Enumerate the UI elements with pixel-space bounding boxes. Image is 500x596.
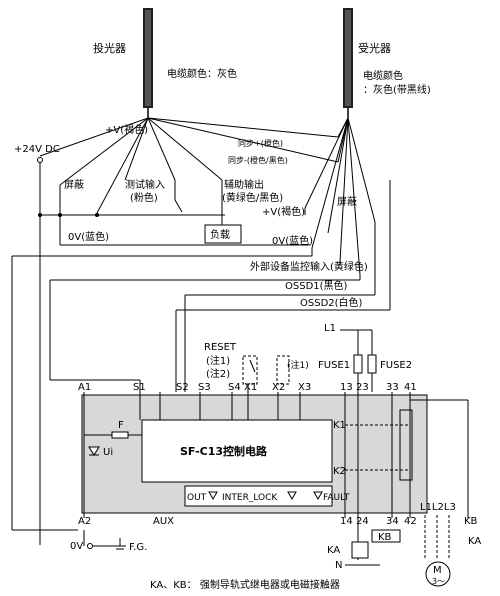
terminal-aux: AUX bbox=[153, 516, 174, 527]
terminal-x1: X1 bbox=[244, 382, 257, 393]
terminal-14: 14 bbox=[340, 516, 353, 527]
kb-coil bbox=[371, 529, 401, 543]
fuse1-label: FUSE1 bbox=[318, 360, 350, 371]
plus24v-terminal bbox=[37, 157, 43, 163]
receiver-cable-color-line1: 电缆颜色 bbox=[363, 69, 403, 82]
out-led-icon bbox=[208, 491, 218, 501]
top-terminals: A1 S1 S2 S3 S4 X1 X2 X3 13 23 33 41 bbox=[78, 382, 417, 393]
n-label: N bbox=[335, 560, 342, 571]
fault-led-icon bbox=[313, 491, 323, 501]
sync-minus-label: 同步-(橙色/黑色) bbox=[228, 155, 288, 165]
emitter-fan-wires bbox=[39, 117, 339, 214]
fg-label: F.G. bbox=[129, 542, 147, 553]
reset-note1: (注1) bbox=[206, 354, 230, 367]
signal-wires bbox=[11, 180, 391, 531]
emitter-label: 投光器 bbox=[93, 41, 126, 55]
kb-coil-label: KB bbox=[378, 532, 392, 543]
terminal-24: 24 bbox=[356, 516, 369, 527]
bottom-terminals: A2 AUX 14 24 34 42 bbox=[78, 516, 417, 527]
receiver-label: 受光器 bbox=[358, 41, 391, 55]
ui-label: Ui bbox=[103, 447, 113, 458]
fuse-f-label: F bbox=[118, 420, 124, 431]
k1-label: K1 bbox=[333, 420, 346, 431]
terminal-a2: A2 bbox=[78, 516, 91, 527]
caption: KA、KB： 强制导轨式继电器或电磁接触器 bbox=[150, 578, 340, 591]
interlock-label: INTER_LOCK bbox=[222, 493, 278, 503]
emitter-0v-label: 0V(蓝色) bbox=[68, 230, 109, 243]
receiver-cable-color-line2: ：灰色(带黑线) bbox=[363, 83, 431, 96]
terminal-s1: S1 bbox=[133, 382, 146, 393]
fuse2-symbol bbox=[367, 354, 377, 374]
zero-v-label: 0V bbox=[70, 541, 83, 552]
ui-led-icon bbox=[88, 446, 100, 456]
ext-monitor-label: 外部设备监控输入(黄绿色) bbox=[250, 260, 368, 273]
receiver-fan-wires bbox=[304, 117, 376, 276]
terminal-13: 13 bbox=[340, 382, 353, 393]
reset-switch[interactable] bbox=[242, 355, 258, 385]
zero-v-terminal bbox=[87, 543, 93, 549]
reset-note1b: (注1) bbox=[287, 359, 309, 371]
ka-coil bbox=[351, 541, 369, 559]
emitter-unit bbox=[143, 8, 153, 118]
terminal-23: 23 bbox=[356, 382, 369, 393]
interlock-led-icon bbox=[287, 491, 297, 501]
ossd1-label: OSSD1(黑色) bbox=[285, 279, 348, 292]
terminal-a1: A1 bbox=[78, 382, 91, 393]
kb-contact-label: KB bbox=[464, 516, 478, 527]
fault-label: FAULT bbox=[323, 493, 350, 503]
motor-phase: 3～ bbox=[432, 577, 445, 586]
terminal-s3: S3 bbox=[198, 382, 211, 393]
receiver-0v-label: 0V(蓝色) bbox=[272, 234, 313, 247]
out-label: OUT bbox=[187, 493, 207, 503]
receiver-v-label: +V(褐色) bbox=[262, 205, 305, 218]
emitter-cable-color: 电缆颜色：灰色 bbox=[167, 67, 237, 80]
terminal-x2: X2 bbox=[272, 382, 285, 393]
note-switch bbox=[276, 355, 290, 385]
k1-k2-contacts bbox=[345, 424, 410, 471]
ossd2-label: OSSD2(白色) bbox=[300, 296, 363, 309]
reset-label: RESET bbox=[204, 342, 237, 353]
fuse1-symbol bbox=[353, 354, 363, 374]
shield-left-label: 屏蔽 bbox=[64, 179, 84, 191]
fuse-f-symbol bbox=[111, 431, 129, 439]
ka-coil-label: KA bbox=[327, 545, 340, 556]
control-circuit-box bbox=[141, 419, 333, 483]
l1-label: L1 bbox=[324, 323, 336, 334]
load-label: 负载 bbox=[210, 228, 230, 241]
terminal-34: 34 bbox=[386, 516, 399, 527]
shield-right-label: 屏蔽 bbox=[337, 196, 357, 208]
test-input-line1: 测试输入 bbox=[125, 178, 165, 191]
status-led-panel bbox=[184, 485, 333, 507]
sync-plus-label: 同步+(橙色) bbox=[238, 138, 283, 148]
receiver-unit bbox=[343, 8, 353, 118]
fuse2-label: FUSE2 bbox=[380, 360, 412, 371]
controller-title: SF-C13控制电路 bbox=[180, 444, 268, 458]
aux-contact-box bbox=[399, 409, 413, 481]
terminal-x3: X3 bbox=[298, 382, 311, 393]
terminal-41: 41 bbox=[404, 382, 417, 393]
motor-label: M bbox=[433, 565, 442, 576]
ka-contact-label: KA bbox=[468, 536, 481, 547]
motor-supply-lines bbox=[424, 515, 450, 560]
emitter-v-label: +V(褐色) bbox=[105, 123, 148, 136]
motor-phase-labels: L1L2L3 bbox=[420, 502, 456, 513]
load-box bbox=[204, 224, 242, 244]
terminal-42: 42 bbox=[404, 516, 417, 527]
reset-note2: (注2) bbox=[206, 367, 230, 380]
terminal-s2: S2 bbox=[176, 382, 189, 393]
test-input-switch bbox=[174, 199, 183, 213]
motor-symbol bbox=[425, 561, 451, 587]
terminal-s4: S4 bbox=[228, 382, 241, 393]
aux-output-line2: (黄绿色/黑色) bbox=[222, 191, 283, 204]
plus24v-label: +24V DC bbox=[14, 144, 60, 155]
terminal-33: 33 bbox=[386, 382, 399, 393]
test-input-line2: (粉色) bbox=[130, 191, 158, 204]
aux-output-line1: 辅助输出 bbox=[224, 178, 264, 191]
k2-label: K2 bbox=[333, 466, 346, 477]
